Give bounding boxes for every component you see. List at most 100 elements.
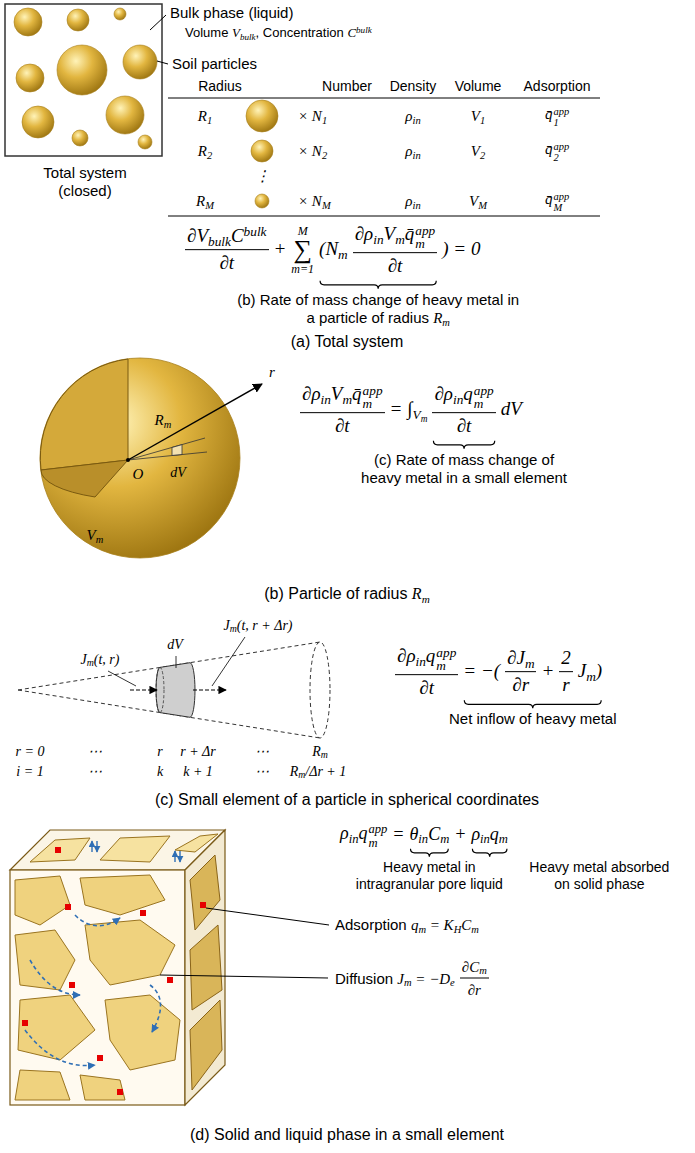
subscript: in — [413, 150, 421, 161]
soil-grain — [190, 1000, 222, 1090]
fraction-bar — [432, 412, 495, 413]
subscript: M — [322, 200, 331, 211]
annotation-label: r — [269, 363, 275, 381]
fraction: ∂ρinVmq̄mapp ∂t — [353, 222, 438, 278]
superscript: app — [436, 646, 456, 660]
equation-term: Jm) — [578, 661, 602, 684]
subscript: in — [349, 832, 359, 846]
subscript: 2 — [322, 150, 327, 161]
subscript: in — [480, 833, 490, 847]
cut-face — [41, 460, 128, 497]
adsorption-site — [22, 1020, 28, 1026]
equation-term: ∂Cm — [460, 958, 489, 976]
equation-term: ∫Vm — [407, 399, 427, 422]
leader-line — [212, 637, 245, 686]
flux-arrow — [130, 689, 157, 690]
index-label: ⋯ — [255, 764, 269, 781]
equation-term: m=1 — [291, 263, 314, 275]
underbrace — [410, 849, 448, 857]
annotation-label: O — [133, 465, 144, 483]
equation: ∂ρinqmapp∂t= −(∂Jm∂r+2rJm) — [395, 644, 602, 700]
table-cell: q̄2app — [545, 140, 569, 162]
system-box — [5, 4, 162, 156]
subscript: in — [416, 654, 426, 669]
equation-term: ∂t — [455, 415, 474, 438]
soil-particle — [138, 135, 152, 149]
subscript: m — [404, 977, 412, 988]
equation: ∂VbulkCbulk∂t+M∑m=1(Nm∂ρinVmq̄mapp∂t) = … — [185, 222, 480, 278]
index-label: Rm/Δr + 1 — [290, 764, 347, 781]
soil-particle — [114, 8, 126, 20]
superscript: bulk — [356, 25, 372, 35]
small-element — [156, 663, 195, 718]
math-symbol: Vbulk — [232, 25, 256, 40]
fraction: ∂ρinqmapp ∂t — [432, 382, 495, 438]
subscript: m — [164, 419, 172, 430]
table-cell: ρin — [405, 142, 420, 160]
table-cell: q̄1app — [545, 105, 569, 127]
subscript: m — [87, 657, 94, 668]
annotation-label: Bulk phase (liquid) — [170, 4, 293, 22]
equation-term: + — [454, 824, 466, 846]
script-stack: 1app — [553, 106, 569, 128]
soil-particle — [14, 8, 42, 36]
small-element — [172, 445, 182, 456]
equation-term: ∂ρinVmq̄mapp — [353, 222, 438, 250]
subscript: m — [96, 534, 104, 545]
subscript: m — [479, 965, 487, 976]
cone-end — [310, 642, 330, 738]
equation-term: ∂r — [466, 981, 483, 999]
equation-term: ∂t — [333, 415, 352, 438]
fraction: ∂Jm∂r — [505, 647, 536, 698]
flux-arrow — [193, 689, 226, 690]
element-ray — [128, 438, 205, 460]
subscript: 2 — [480, 150, 485, 161]
equation-term: ∂ρinqmapp — [432, 382, 495, 410]
table-header: Volume — [455, 78, 502, 95]
underbrace — [472, 849, 507, 857]
equation-term: 2 — [559, 647, 573, 670]
soil-grain — [80, 1075, 125, 1100]
index-label: ⋯ — [255, 744, 269, 761]
script-stack: 2app — [553, 141, 569, 163]
table-cell: R1 — [198, 107, 212, 125]
soil-grain — [30, 838, 90, 862]
subscript: 1 — [322, 115, 327, 126]
index-label: r = 0 — [16, 744, 45, 761]
subscript: m — [395, 232, 405, 247]
math-symbol: Cbulk — [347, 25, 371, 40]
subscript: 1 — [207, 115, 212, 126]
soil-particle — [57, 45, 107, 95]
equation-term: ∂t — [217, 252, 236, 275]
table-cell: V2 — [471, 142, 485, 160]
annotation-label: Rm — [155, 411, 172, 429]
fraction-bar — [395, 674, 458, 675]
equation-term: dV — [501, 399, 522, 422]
soil-particle — [67, 9, 89, 31]
annotation-label: Adsorption qm = KHCm — [335, 916, 479, 934]
soil-grain — [190, 855, 220, 930]
table-rule — [168, 98, 600, 99]
annotation-label: dV — [170, 465, 186, 482]
index-label: ⋯ — [88, 764, 102, 781]
adsorption-site — [97, 1055, 103, 1061]
underbrace — [433, 441, 494, 449]
equation-term: ∂t — [386, 255, 405, 278]
subscript: e — [450, 977, 455, 988]
subscript: 1 — [553, 117, 569, 128]
superscript: app — [415, 224, 435, 238]
subscript: m — [421, 414, 428, 424]
leader-line — [206, 908, 329, 925]
cut-face — [40, 359, 128, 470]
soil-particle — [251, 140, 273, 162]
subscript: in — [373, 232, 383, 247]
fraction-bar — [460, 978, 489, 979]
table-cell: R2 — [198, 142, 212, 160]
equation-term: ρinqm — [471, 824, 508, 846]
math-symbol: Rm — [412, 585, 430, 602]
equation-term: r — [560, 674, 571, 697]
adsorption-site — [167, 977, 173, 983]
subscript: m — [422, 593, 430, 605]
superscript: app — [363, 384, 383, 398]
script-stack: mapp — [436, 646, 456, 674]
